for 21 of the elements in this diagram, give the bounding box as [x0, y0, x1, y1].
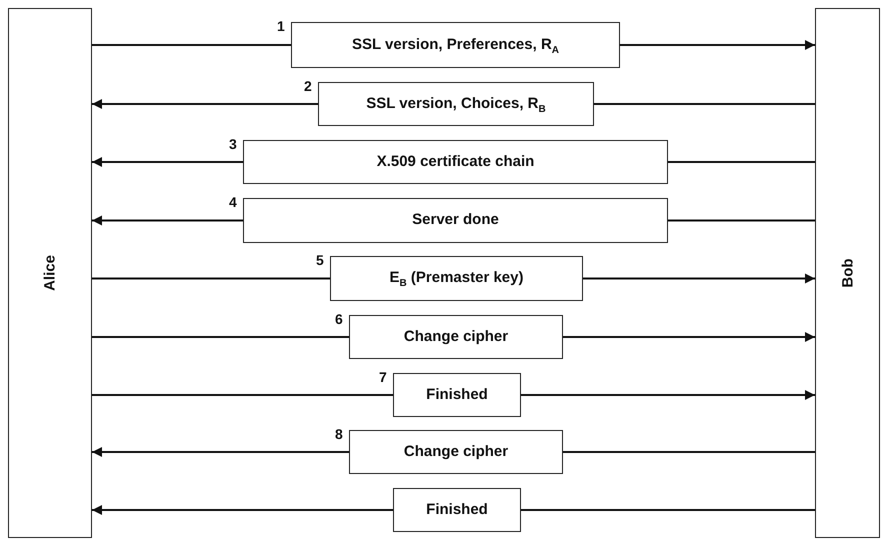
edge-label: E$_{B}$ (Premaster key)	[330, 256, 583, 301]
edge-label: SSL version, Preferences, R$_{A}$	[291, 22, 620, 68]
step-number: 7	[379, 369, 387, 385]
step-number: 5	[316, 252, 324, 268]
step-number: 8	[335, 426, 343, 442]
edge-label: Finished	[393, 373, 521, 417]
step-number: 2	[304, 78, 312, 94]
step-number: 4	[229, 194, 237, 210]
step-number: 6	[335, 311, 343, 327]
participant-box	[8, 8, 92, 538]
step-number: 1	[277, 18, 285, 34]
participant-name: Bob	[839, 258, 856, 288]
edge-label: SSL version, Choices, R$_{B}$	[318, 82, 594, 126]
edge-label: Change cipher	[349, 315, 563, 359]
participant-box	[815, 8, 880, 538]
participant-name: Alice	[42, 255, 58, 291]
edge-label: Server done	[243, 198, 668, 243]
edge-label: X.509 certificate chain	[243, 140, 668, 184]
edge-label: Finished	[393, 488, 521, 532]
step-number: 3	[229, 136, 237, 152]
edge-label: Change cipher	[349, 430, 563, 474]
